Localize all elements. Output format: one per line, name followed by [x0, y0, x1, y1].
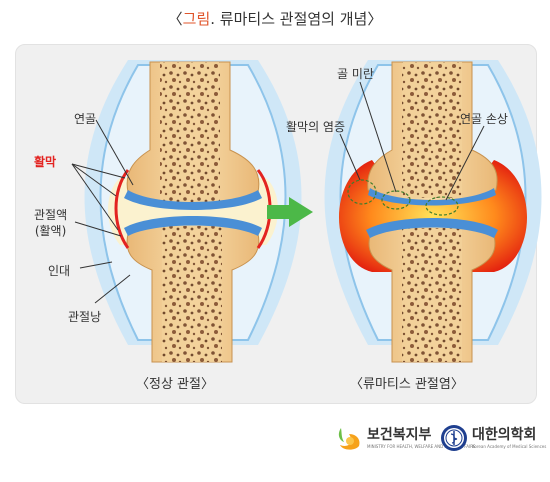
caption-normal-joint: 〈정상 관절〉 [136, 377, 214, 392]
footer-org2: 대한의학회 Korean Academy of Medical Sciences [440, 418, 546, 458]
label-joint-capsule: 관절낭 [68, 310, 102, 324]
org2-name: 대한의학회 [472, 426, 537, 443]
right-leader-lines [339, 81, 485, 201]
lower-bone-marrow [162, 226, 222, 362]
kams-logo-icon [441, 425, 467, 451]
lower-cartilage [124, 216, 262, 236]
ra-lower-cartilage [366, 218, 498, 238]
label-synovium: 활막 [34, 155, 57, 169]
ra-upper-bone-marrow [402, 62, 462, 198]
normal-joint [71, 60, 302, 363]
org2-sub: Korean Academy of Medical Sciences [472, 443, 547, 449]
label-cartilage-damage: 연골 손상 [460, 112, 508, 126]
label-synovitis: 활막의 염증 [286, 120, 346, 134]
upper-bone-marrow [160, 62, 220, 202]
bone-erosion-marker [381, 190, 411, 210]
figure-title: 〈그림. 류마티스 관절염의 개념〉 [167, 10, 383, 28]
ra-upper-cartilage [368, 188, 496, 206]
upper-cartilage [124, 190, 262, 210]
footer-org1: 보건복지부 MINISTRY FOR HEALTH, WELFARE AND F… [335, 418, 475, 458]
transition-arrow [267, 197, 313, 227]
ra-lower-bone-marrow [402, 228, 462, 362]
left-leader-lines [71, 119, 134, 304]
erosion-markers [347, 179, 459, 216]
org1-sub: MINISTRY FOR HEALTH, WELFARE AND FAMILY … [367, 443, 476, 449]
label-bone-erosion: 골 미란 [337, 67, 374, 81]
label-synovial-fluid: 관절액 (활액) [34, 208, 68, 238]
label-ligament: 인대 [48, 264, 71, 278]
ra-joint [324, 60, 542, 363]
synovitis-marker [347, 179, 377, 205]
caption-ra-joint: 〈류마티스 관절염〉 [350, 377, 464, 392]
label-cartilage: 연골 [74, 112, 97, 126]
org1-name: 보건복지부 [367, 426, 432, 443]
cartilage-damage-marker [425, 196, 459, 216]
synovium-left [114, 169, 130, 249]
figure-title-highlight: 그림 [182, 10, 211, 28]
mohw-logo-icon [338, 428, 360, 450]
